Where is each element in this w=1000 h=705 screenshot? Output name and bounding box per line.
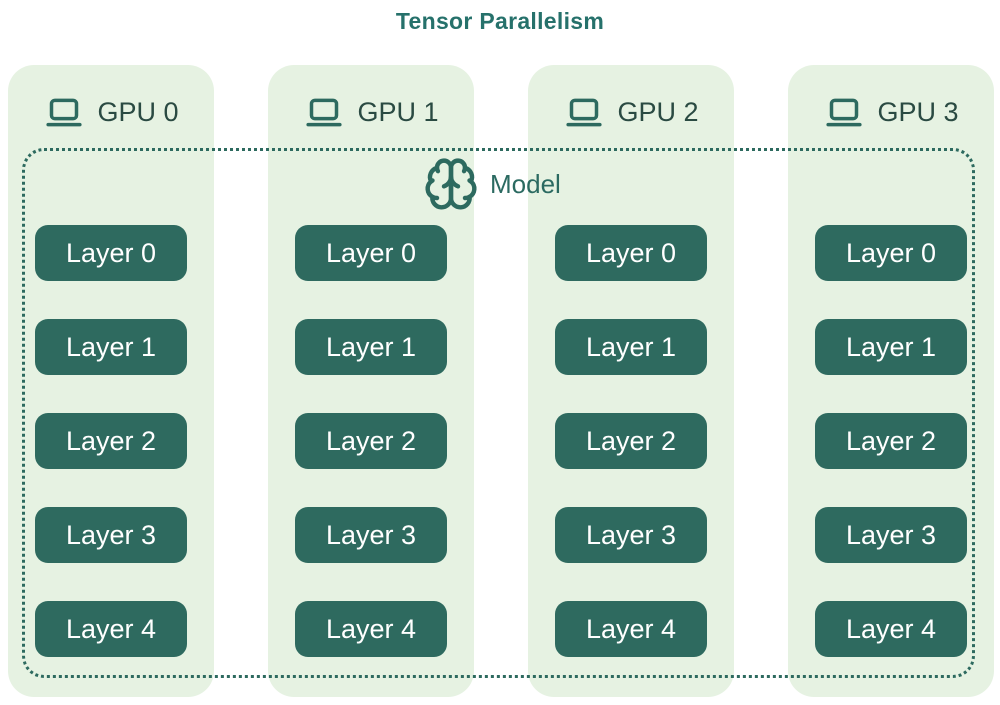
layer-box: Layer 1 xyxy=(555,319,707,375)
gpu-column-3: GPU 3 Layer 0 Layer 1 Layer 2 Layer 3 La… xyxy=(788,65,994,697)
layer-box: Layer 4 xyxy=(815,601,967,657)
layer-box: Layer 3 xyxy=(815,507,967,563)
model-label-group: Model xyxy=(422,156,561,212)
layer-box: Layer 0 xyxy=(35,225,187,281)
laptop-icon xyxy=(43,92,85,132)
layer-box: Layer 4 xyxy=(295,601,447,657)
gpu-header: GPU 2 xyxy=(528,89,734,135)
layer-box: Layer 3 xyxy=(35,507,187,563)
layer-box: Layer 1 xyxy=(295,319,447,375)
gpu-label: GPU 3 xyxy=(877,96,959,127)
layer-box: Layer 2 xyxy=(35,413,187,469)
gpu-header: GPU 1 xyxy=(268,89,474,135)
laptop-icon xyxy=(303,92,345,132)
diagram-title: Tensor Parallelism xyxy=(395,8,605,34)
layer-box: Layer 1 xyxy=(35,319,187,375)
layer-box: Layer 0 xyxy=(555,225,707,281)
gpu-label: GPU 0 xyxy=(97,96,179,127)
model-label: Model xyxy=(490,168,561,199)
layer-box: Layer 2 xyxy=(555,413,707,469)
gpu-label: GPU 2 xyxy=(617,96,699,127)
layer-box: Layer 2 xyxy=(815,413,967,469)
layer-box: Layer 0 xyxy=(295,225,447,281)
layer-stack: Layer 0 Layer 1 Layer 2 Layer 3 Layer 4 xyxy=(8,225,214,657)
layer-box: Layer 4 xyxy=(35,601,187,657)
layer-box: Layer 3 xyxy=(295,507,447,563)
layer-stack: Layer 0 Layer 1 Layer 2 Layer 3 Layer 4 xyxy=(528,225,734,657)
gpu-label: GPU 1 xyxy=(357,96,439,127)
layer-box: Layer 4 xyxy=(555,601,707,657)
layer-box: Layer 3 xyxy=(555,507,707,563)
layer-stack: Layer 0 Layer 1 Layer 2 Layer 3 Layer 4 xyxy=(268,225,474,657)
gpu-header: GPU 0 xyxy=(8,89,214,135)
gpu-column-0: GPU 0 Layer 0 Layer 1 Layer 2 Layer 3 La… xyxy=(8,65,214,697)
layer-box: Layer 0 xyxy=(815,225,967,281)
laptop-icon xyxy=(563,92,605,132)
brain-icon xyxy=(422,156,480,212)
gpu-header: GPU 3 xyxy=(788,89,994,135)
layer-box: Layer 1 xyxy=(815,319,967,375)
layer-stack: Layer 0 Layer 1 Layer 2 Layer 3 Layer 4 xyxy=(788,225,994,657)
laptop-icon xyxy=(823,92,865,132)
gpu-column-2: GPU 2 Layer 0 Layer 1 Layer 2 Layer 3 La… xyxy=(528,65,734,697)
layer-box: Layer 2 xyxy=(295,413,447,469)
